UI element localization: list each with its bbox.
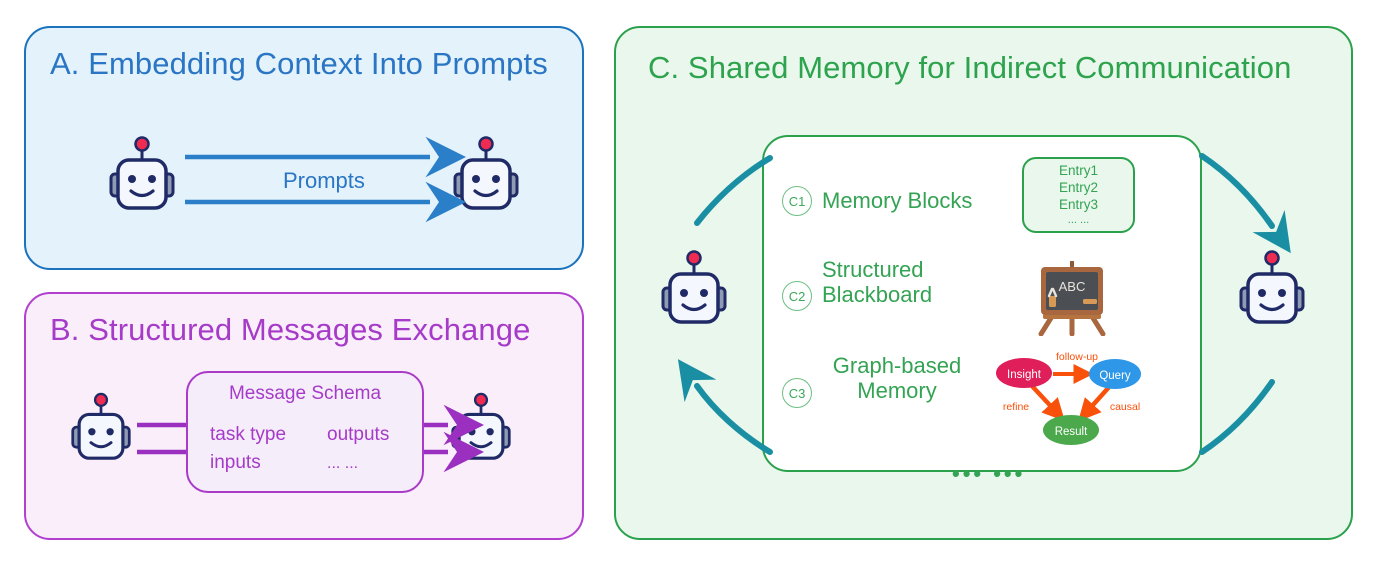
edge-causal bbox=[1078, 384, 1112, 422]
panel-c-title: C. Shared Memory for Indirect Communicat… bbox=[648, 50, 1292, 85]
memory-more-dots: ••• ••• bbox=[952, 461, 1026, 486]
node-query-label: Query bbox=[1099, 370, 1131, 382]
edge-label-follow-up: follow-up bbox=[1056, 351, 1098, 363]
edge-label-causal: causal bbox=[1110, 401, 1140, 413]
memory-entry-more: ... ... bbox=[1067, 214, 1090, 226]
robot-icon bbox=[70, 392, 132, 466]
schema-field-outputs: outputs bbox=[327, 424, 390, 445]
memory-row-label-c3: Graph-based Memory bbox=[832, 353, 962, 404]
blackboard-text: ABC bbox=[1059, 279, 1086, 294]
message-schema-box: Message Schema task type outputs inputs … bbox=[186, 371, 424, 493]
node-query bbox=[1089, 359, 1141, 389]
blackboard-easel-icon: ABC bbox=[1027, 258, 1117, 337]
prompts-arrow-label: Prompts bbox=[283, 168, 365, 193]
memory-row-label-c2: Structured Blackboard bbox=[822, 257, 933, 308]
badge-c2: C2 bbox=[782, 281, 812, 311]
panel-b-title: B. Structured Messages Exchange bbox=[50, 312, 531, 347]
panel-a-title: A. Embedding Context Into Prompts bbox=[50, 46, 548, 81]
robot-icon bbox=[452, 136, 520, 216]
memory-entry-1: Entry1 bbox=[1058, 163, 1099, 178]
node-result-label: Result bbox=[1055, 426, 1088, 438]
schema-field-inputs: inputs bbox=[210, 452, 261, 473]
badge-c1: C1 bbox=[782, 186, 812, 216]
memory-entry-2: Entry2 bbox=[1058, 180, 1099, 195]
edge-label-refine: refine bbox=[1003, 401, 1029, 413]
robot-icon bbox=[450, 392, 512, 466]
robot-icon bbox=[108, 136, 176, 216]
memory-entries-box: Entry1 Entry2 Entry3 ... ... bbox=[1022, 157, 1135, 233]
edge-refine bbox=[1030, 384, 1065, 422]
memory-entry-3: Entry3 bbox=[1058, 197, 1099, 212]
schema-field-more: ... ... bbox=[327, 455, 359, 472]
node-insight-label: Insight bbox=[1007, 369, 1042, 381]
node-result bbox=[1043, 415, 1099, 445]
robot-icon bbox=[660, 250, 728, 330]
memory-row-label-c1: Memory Blocks bbox=[822, 188, 973, 213]
node-insight bbox=[996, 358, 1052, 388]
robot-icon bbox=[1238, 250, 1306, 330]
schema-title: Message Schema bbox=[228, 383, 382, 404]
schema-field-task-type: task type bbox=[210, 424, 287, 445]
graph-memory-diagram: Insight Query Result follow-up refine ca… bbox=[990, 348, 1150, 448]
badge-c3: C3 bbox=[782, 378, 812, 408]
